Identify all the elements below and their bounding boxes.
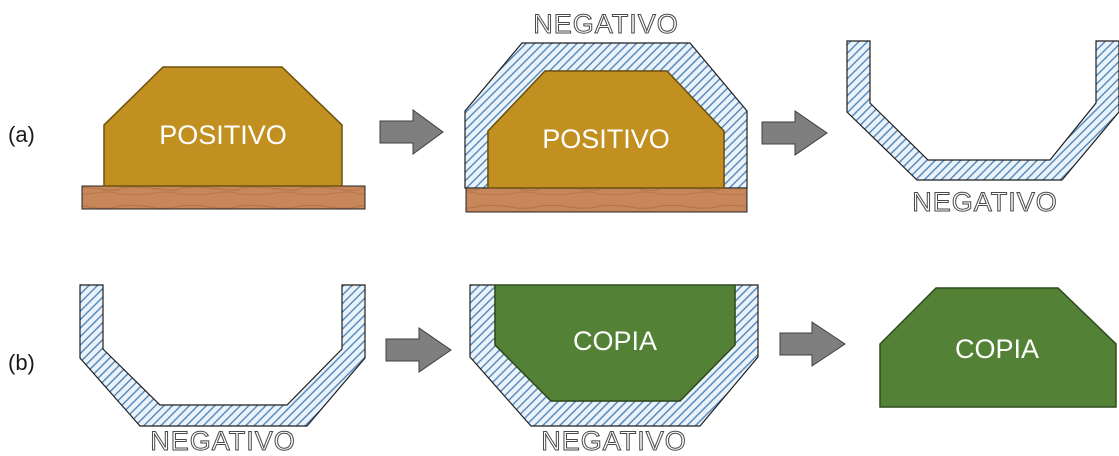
- step-b1-negative-mold: NEGATIVO: [79, 284, 366, 456]
- negative-label: NEGATIVO: [912, 187, 1058, 217]
- negative-label: NEGATIVO: [533, 9, 679, 39]
- wood-base: [81, 185, 366, 210]
- positive-shape: [104, 67, 342, 186]
- arrow-right-icon: [779, 321, 846, 367]
- negative-mold-shell: [79, 284, 366, 427]
- arrow-right-icon: [761, 110, 828, 156]
- positive-label: POSITIVO: [542, 124, 670, 154]
- positive-outline: [103, 66, 343, 187]
- copy-outline: [494, 284, 736, 402]
- copy-outline: [879, 287, 1117, 408]
- wood-base: [465, 187, 748, 213]
- row-label-a: (a): [8, 122, 35, 147]
- row-label-b: (b): [8, 350, 35, 375]
- negative-label: NEGATIVO: [541, 426, 687, 456]
- arrow-right-icon: [379, 109, 444, 155]
- copy-label: COPIA: [955, 334, 1039, 364]
- positive-outline: [487, 70, 725, 189]
- step-a1-positive-on-base: POSITIVO: [81, 66, 366, 210]
- copy-label: COPIA: [573, 326, 657, 356]
- negative-mold-shell: [846, 40, 1119, 181]
- negative-label: NEGATIVO: [150, 426, 296, 456]
- arrow-right-icon: [385, 327, 452, 373]
- copy-shape: [495, 285, 735, 401]
- step-b3-final-copy: COPIA: [879, 287, 1117, 408]
- positive-label: POSITIVO: [159, 120, 287, 150]
- copy-shape: [880, 288, 1116, 407]
- step-a2-mold-over-positive: POSITIVO NEGATIVO: [464, 9, 748, 213]
- step-b2-copy-in-mold: COPIA NEGATIVO: [469, 284, 759, 456]
- step-a3-negative-mold: NEGATIVO: [846, 40, 1119, 218]
- positive-shape: [488, 71, 724, 188]
